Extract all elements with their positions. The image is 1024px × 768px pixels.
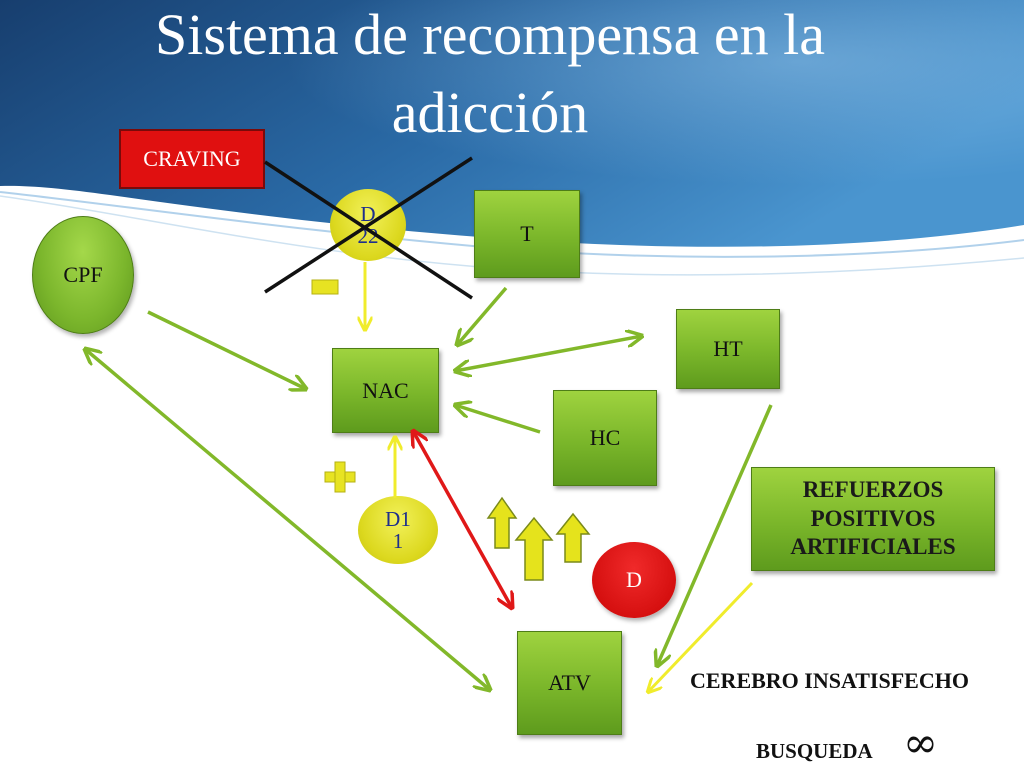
slide-title-line1: Sistema de recompensa en la (155, 2, 825, 67)
busqueda-label: BUSQUEDA (756, 739, 873, 763)
up-arrow-icon-middle (514, 516, 554, 581)
arrow-hc-to-nac (455, 405, 541, 434)
arrow-ht-to-atv (657, 404, 773, 666)
ht-box: HT (676, 309, 780, 389)
refuerzos-box: REFUERZOS POSITIVOS ARTIFICIALES (751, 467, 995, 571)
t-box: T (474, 190, 580, 278)
cross-line-1 (264, 160, 473, 300)
atv-box: ATV (517, 631, 622, 735)
arrow-refuerzos-to-atv (648, 581, 754, 692)
hc-box: HC (553, 390, 657, 486)
plus-sign (324, 461, 356, 493)
arrow-nac-ht (455, 336, 642, 371)
up-arrow-icon-right (555, 512, 591, 563)
arrow-nac-atv-red (413, 431, 512, 608)
cpf-oval: CPF (32, 216, 134, 334)
cerebro-insatisfecho-label: CEREBRO INSATISFECHO (690, 668, 969, 693)
slide-title-line2: adicción (391, 80, 589, 145)
infinity-icon: ∞ (903, 718, 938, 767)
arrow-t-to-nac (457, 286, 508, 345)
d-oval: D (592, 542, 676, 618)
up-arrow-icon-left (486, 496, 518, 549)
cross-line-2 (264, 156, 473, 294)
arrow-cpf-to-nac (147, 310, 306, 389)
minus-sign (311, 279, 339, 295)
craving-box: CRAVING (119, 129, 265, 189)
arrow-cpf-atv (85, 349, 490, 690)
